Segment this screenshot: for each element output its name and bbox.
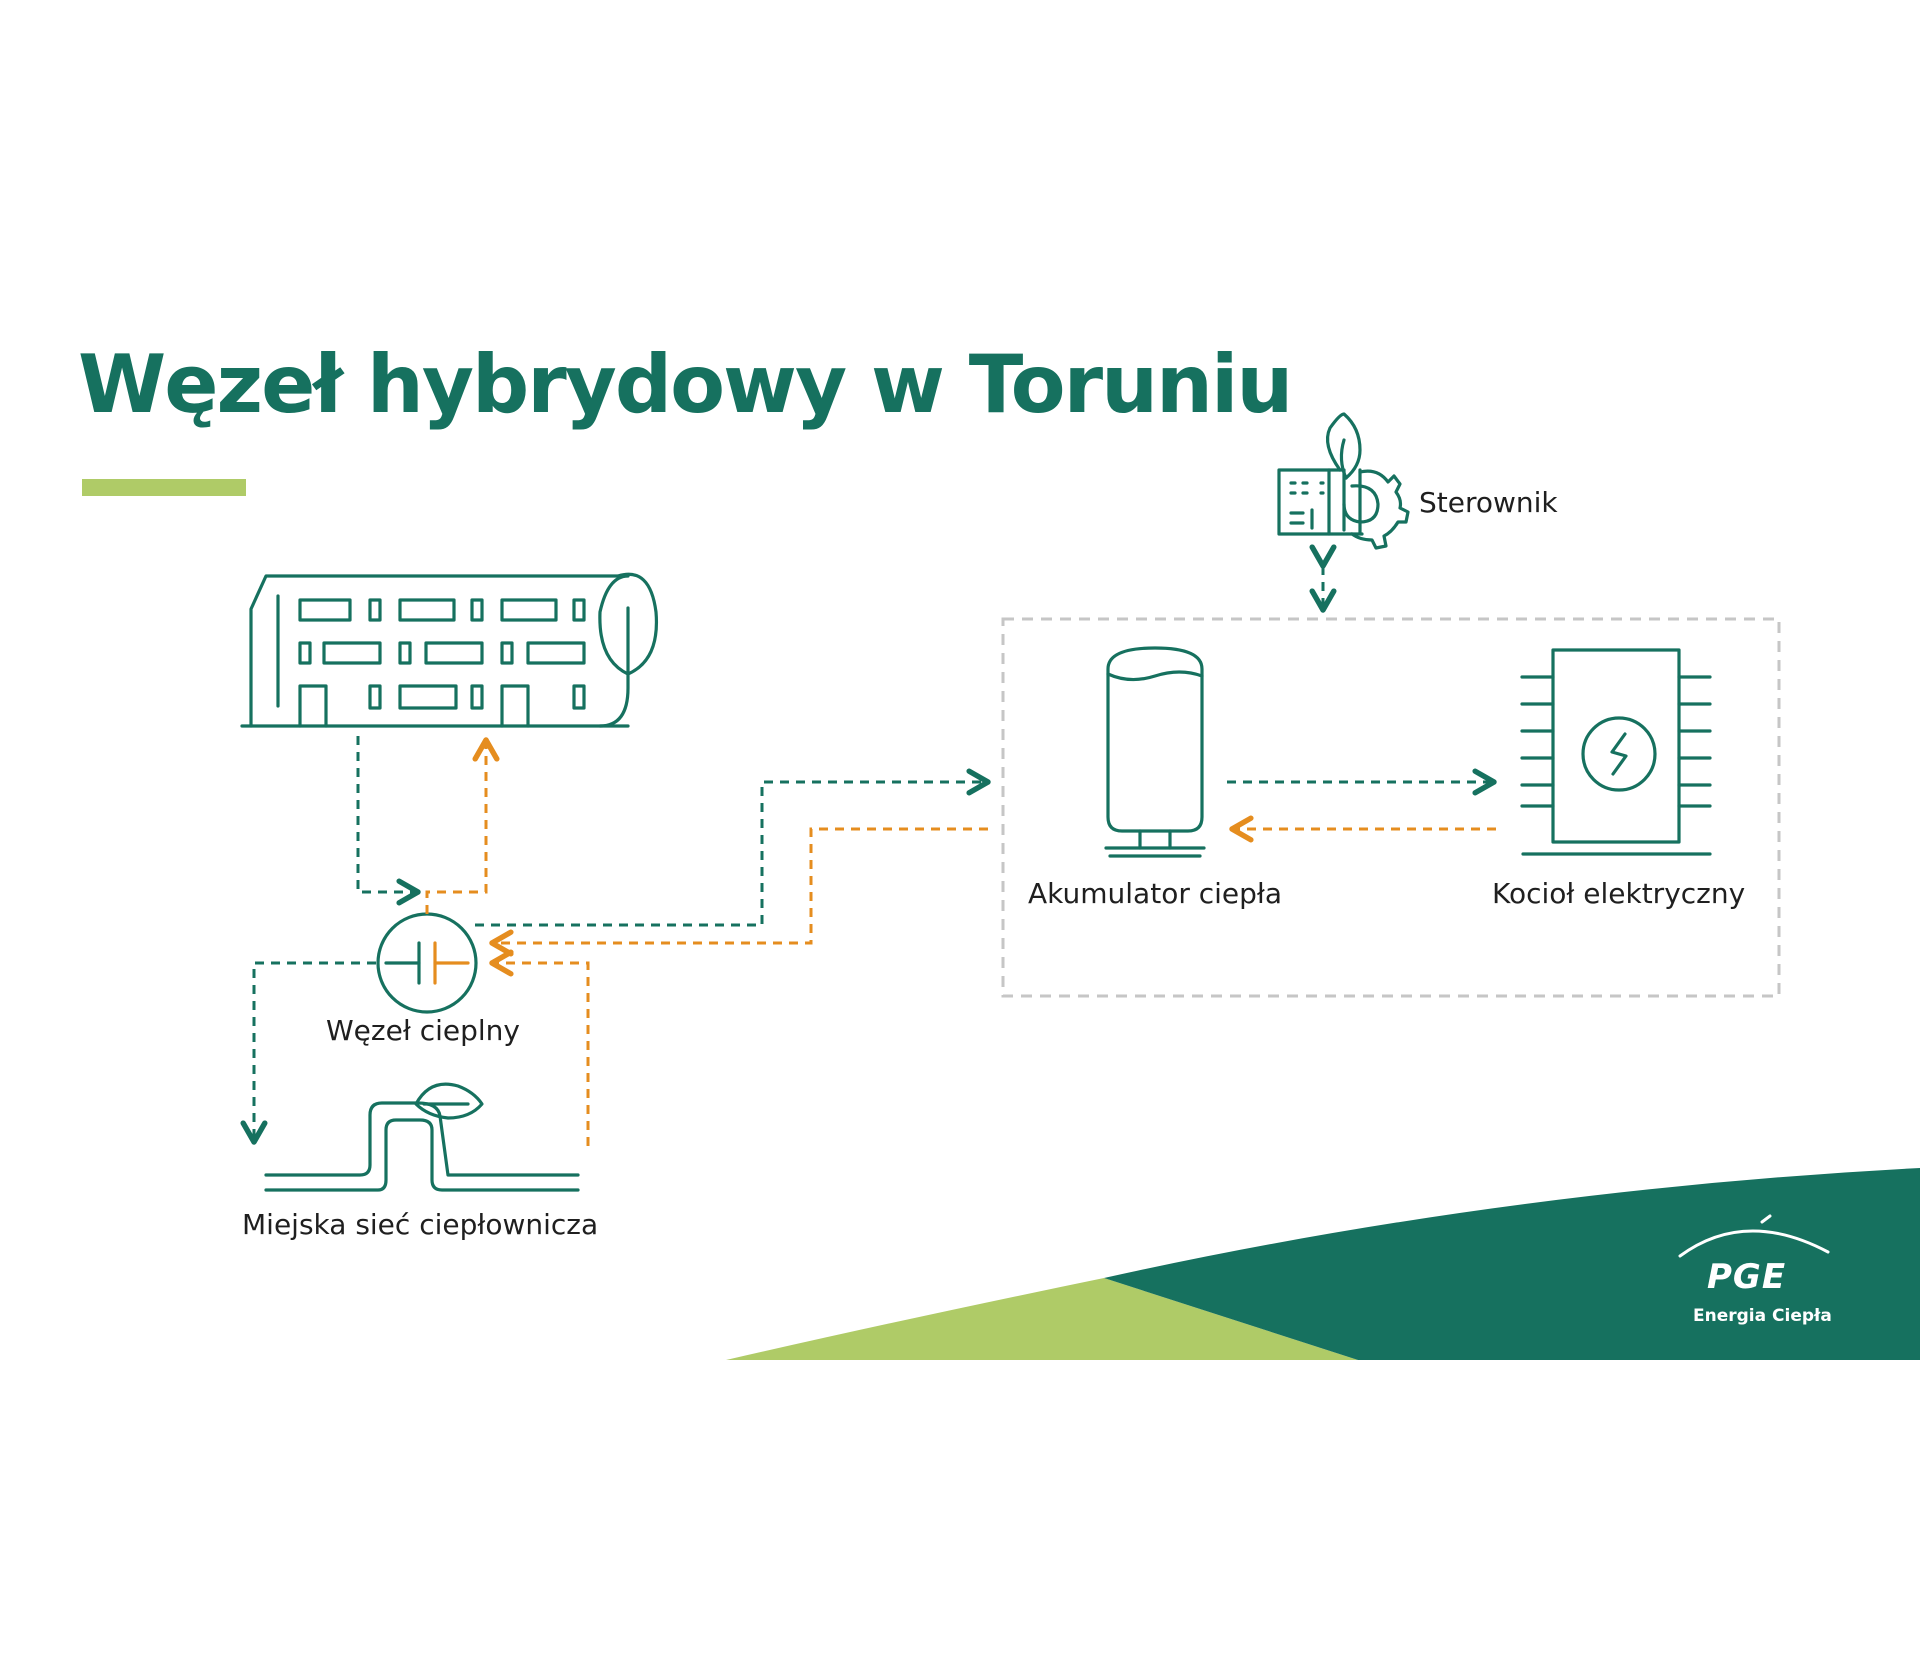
heat-exchanger-icon <box>376 912 478 1014</box>
page-title: Węzeł hybrydowy w Toruniu <box>78 338 1293 431</box>
building-with-leaf-icon <box>240 572 659 728</box>
district-network-label: Miejska sieć ciepłownicza <box>242 1208 599 1241</box>
title-underline <box>82 479 246 496</box>
subsystem-boundary <box>1001 617 1781 998</box>
brand-subtitle: Energia Ciepła <box>1693 1306 1832 1326</box>
controller-gear-leaf-icon <box>1277 412 1410 550</box>
controller-label: Sterownik <box>1419 486 1558 519</box>
flow-building-to-node <box>356 736 421 906</box>
brand-name: PGE <box>1707 1257 1787 1297</box>
flow-node-to-building <box>425 737 500 914</box>
flow-node-to-network <box>240 961 376 1145</box>
storage-tank-icon <box>1104 646 1206 858</box>
flow-accumulator-to-node <box>489 827 988 957</box>
flow-lines <box>240 544 1497 1146</box>
electric-boiler-label: Kocioł elektryczny <box>1492 877 1746 910</box>
flow-network-to-node <box>489 949 590 1146</box>
heat-node-label: Węzeł cieplny <box>326 1014 520 1047</box>
flow-node-to-accumulator <box>475 768 991 927</box>
footer-swoosh <box>726 1168 1920 1360</box>
pge-logo-icon <box>1678 1214 1830 1258</box>
heat-accumulator-label: Akumulator ciepła <box>1028 877 1283 910</box>
electric-boiler-icon <box>1520 648 1712 856</box>
pipe-network-leaf-icon <box>264 1082 580 1192</box>
